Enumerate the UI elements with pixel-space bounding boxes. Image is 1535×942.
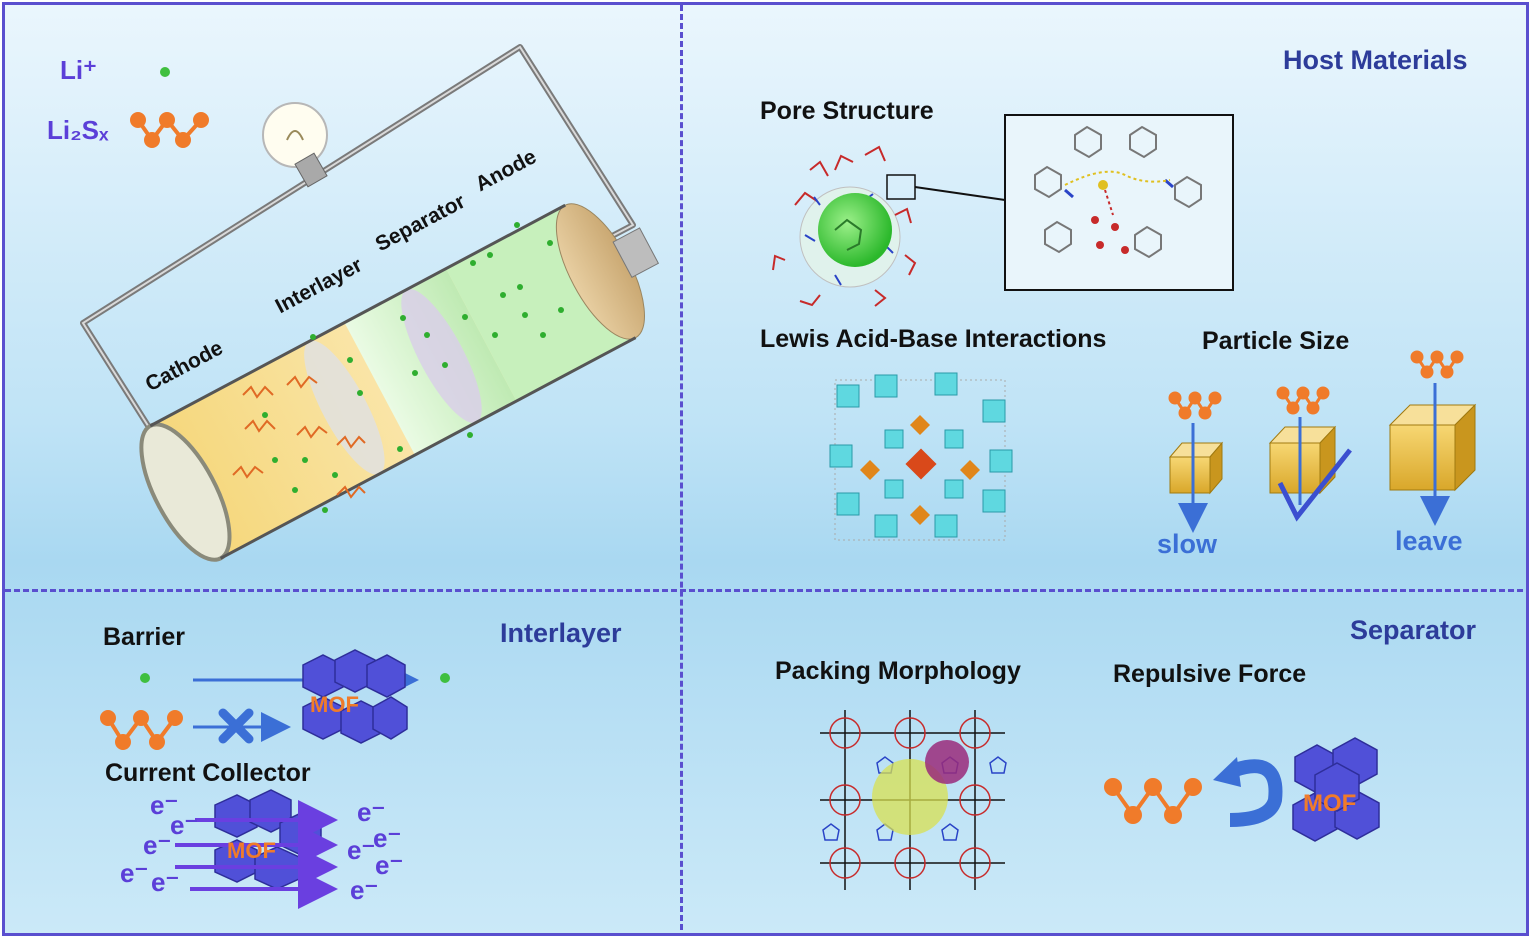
current-collector-label: Current Collector — [105, 759, 311, 787]
battery-li-dots — [262, 222, 564, 513]
repulsive-force-graphic — [1104, 737, 1380, 842]
host-materials-title: Host Materials — [1283, 45, 1468, 75]
electron-label: e⁻ — [375, 850, 404, 880]
packing-morphology-graphic — [820, 710, 1007, 890]
leave-label: leave — [1395, 526, 1463, 556]
polysulfide-label: Li₂Sₓ — [47, 115, 109, 145]
slow-label: slow — [1157, 529, 1218, 559]
li-ion-dot — [160, 67, 170, 77]
electron-label: e⁻ — [357, 797, 386, 827]
light-bulb-icon — [262, 102, 328, 188]
barrier-label: Barrier — [103, 623, 185, 651]
mof-label-collector: MOF — [227, 838, 276, 863]
packing-morphology-label: Packing Morphology — [775, 657, 1021, 685]
electron-label: e⁻ — [151, 867, 180, 897]
repulsive-force-label: Repulsive Force — [1113, 660, 1307, 688]
lewis-acid-base-graphic — [829, 372, 1013, 541]
lewis-acid-base-label: Lewis Acid-Base Interactions — [760, 325, 1107, 353]
pore-structure-label: Pore Structure — [760, 97, 934, 125]
pore-zoom-box — [1004, 114, 1234, 291]
li-ion-label: Li⁺ — [60, 55, 97, 85]
electron-label: e⁻ — [347, 835, 376, 865]
electron-label: e⁻ — [170, 810, 199, 840]
horizontal-divider — [5, 589, 1526, 592]
pore-structure-graphic — [772, 145, 1006, 307]
electron-label: e⁻ — [350, 875, 379, 905]
vertical-divider — [680, 5, 683, 933]
electron-label: e⁻ — [150, 790, 179, 820]
mof-label-separator: MOF — [1303, 790, 1357, 817]
electron-label: e⁻ — [143, 830, 172, 860]
polysulfide-chain-icon — [130, 112, 209, 148]
interlayer-graphic — [100, 649, 450, 909]
diagram-canvas — [80, 44, 1477, 909]
particle-size-graphic — [1168, 350, 1477, 533]
separator-title: Separator — [1350, 615, 1477, 645]
mof-label-barrier: MOF — [310, 692, 359, 717]
interlayer-title: Interlayer — [500, 618, 622, 648]
electron-label: e⁻ — [373, 823, 402, 853]
electron-label: e⁻ — [120, 858, 149, 888]
particle-size-label: Particle Size — [1202, 327, 1350, 355]
battery-polysulfides — [232, 375, 366, 499]
